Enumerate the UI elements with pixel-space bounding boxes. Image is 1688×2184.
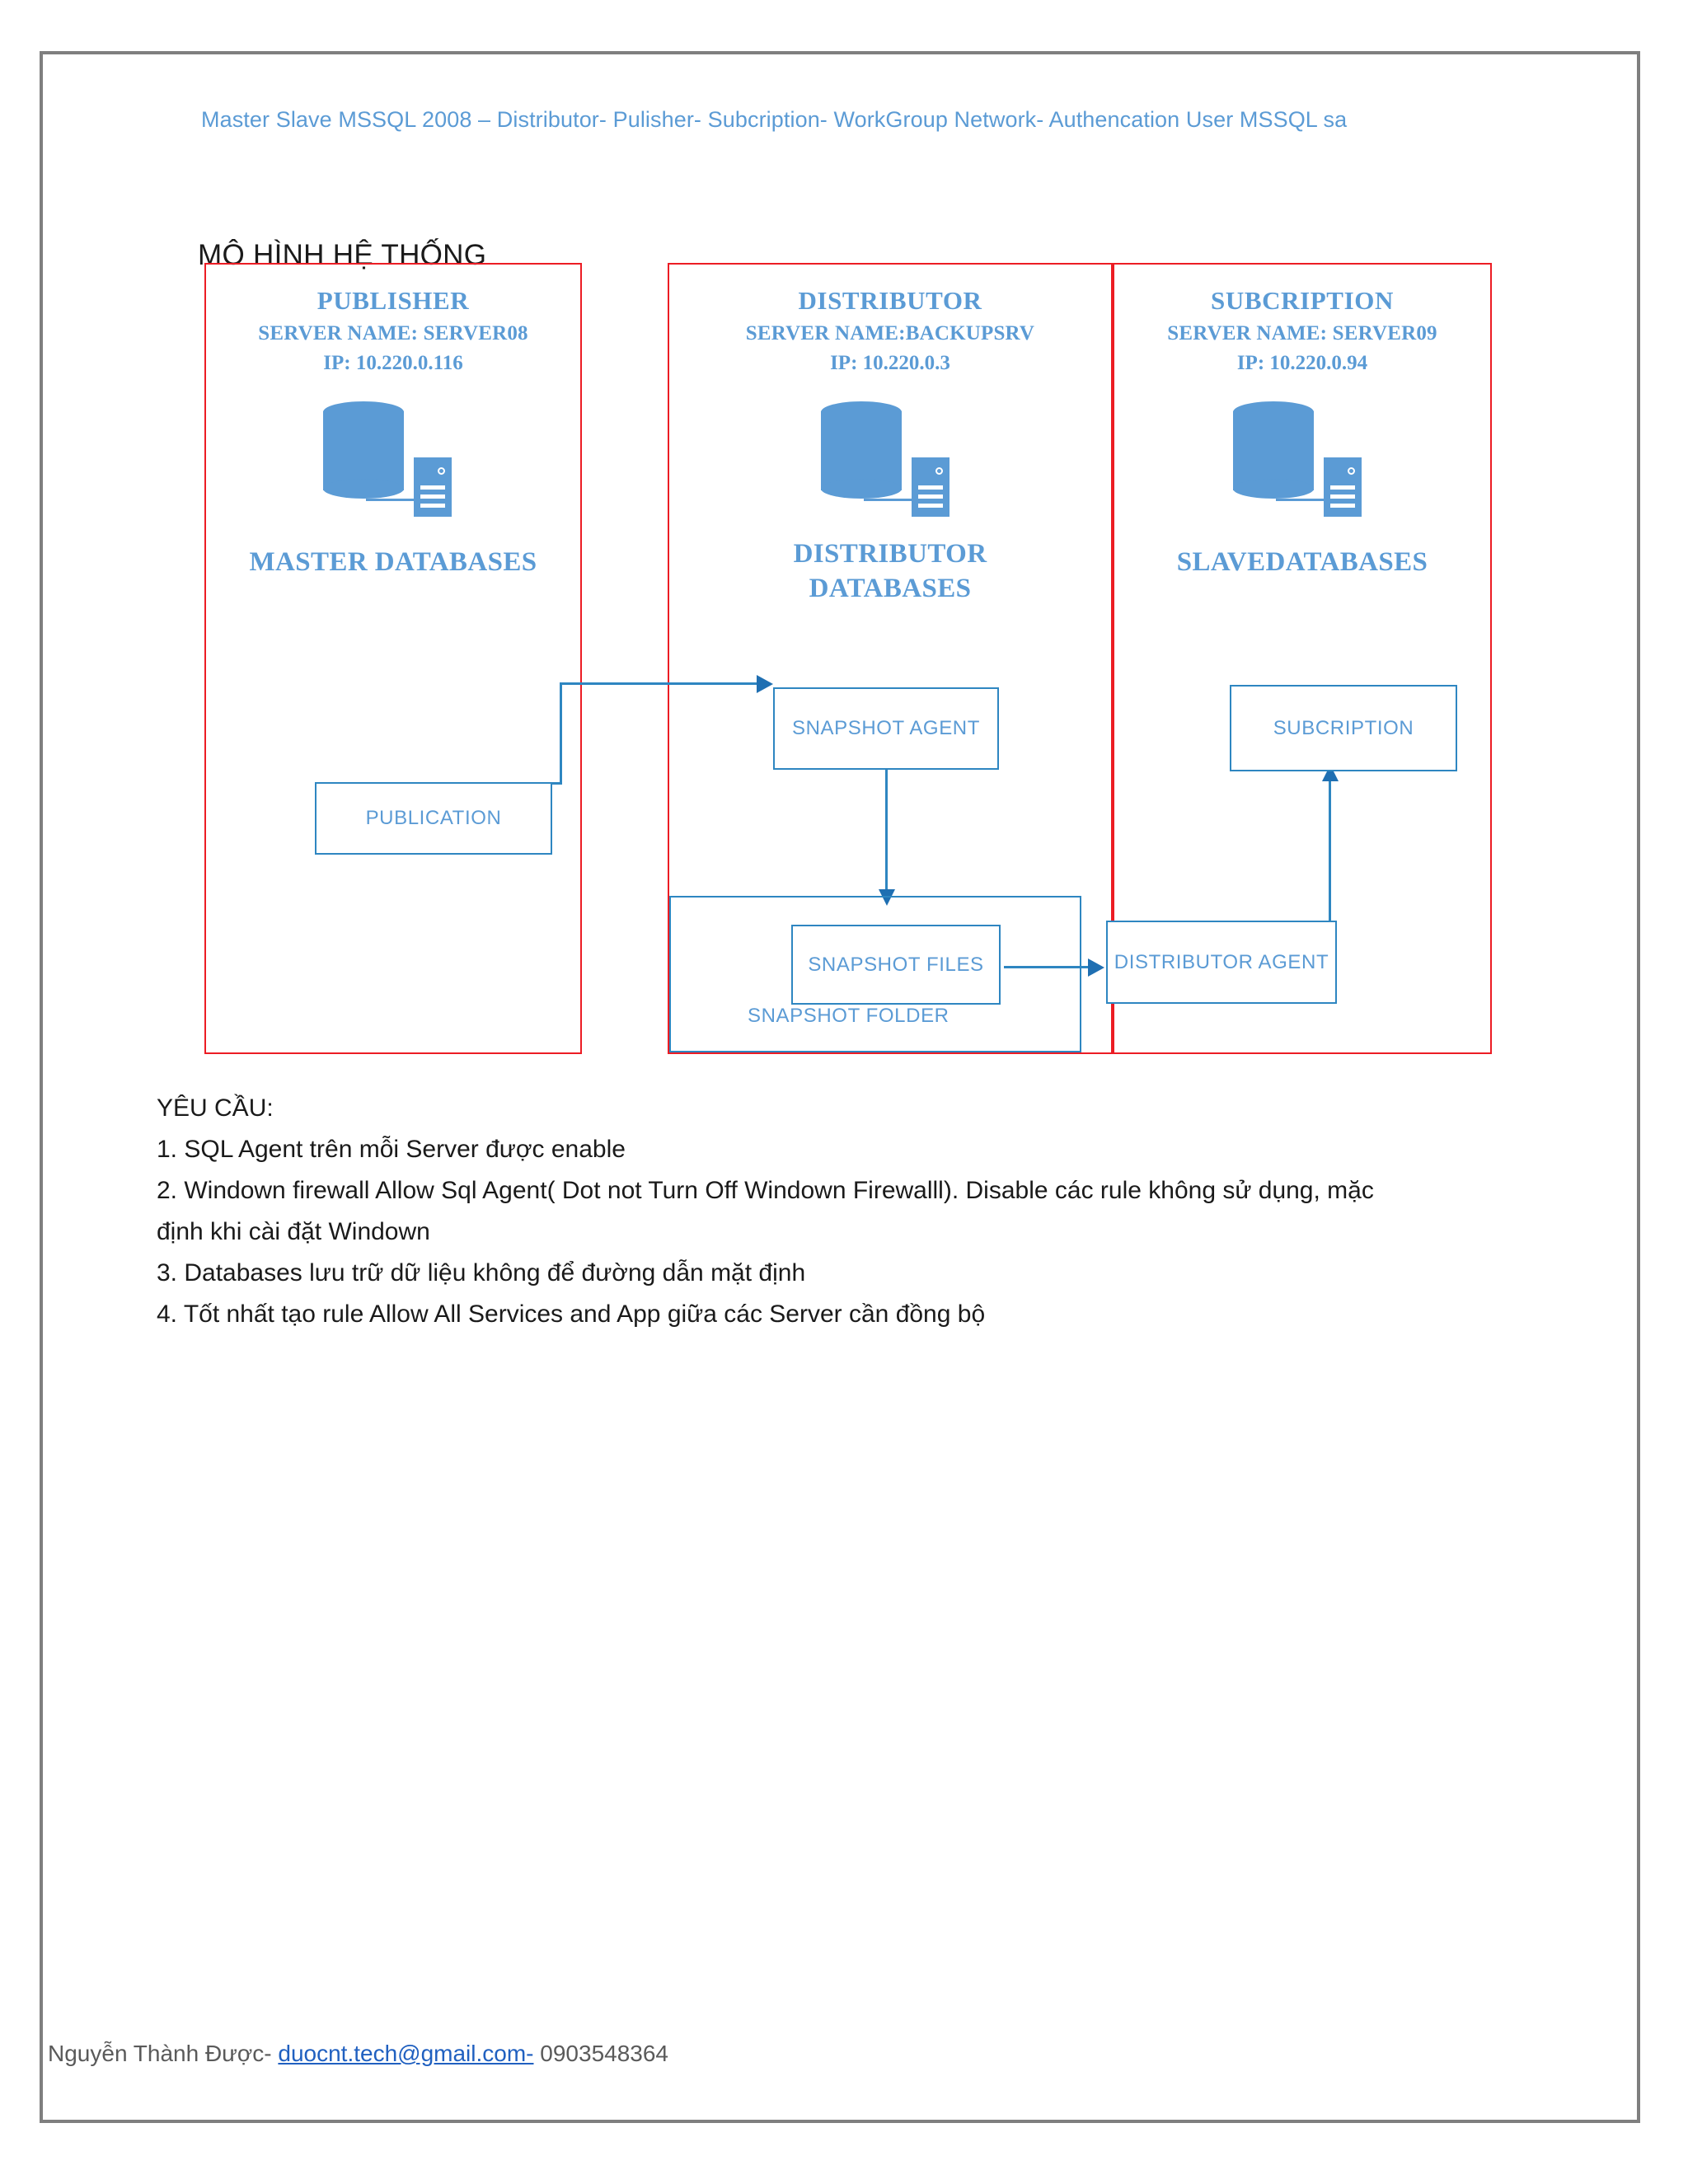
database-server-icon-publisher xyxy=(316,396,473,537)
server-tower-icon xyxy=(1324,457,1362,517)
connector-agent-to-files xyxy=(885,745,888,902)
arrow-publication-to-snapshot-agent xyxy=(757,675,773,693)
requirement-item-4: 4. Tốt nhất tạo rule Allow All Services … xyxy=(157,1301,986,1328)
snapshot-agent-box[interactable]: SNAPSHOT AGENT xyxy=(773,687,999,770)
zone-subcription-server-name: SERVER NAME: SERVER09 xyxy=(1167,322,1437,344)
snapshot-files-box[interactable]: SNAPSHOT FILES xyxy=(791,925,1001,1005)
database-server-icon-distributor xyxy=(814,396,971,537)
zone-distributor-db-label-line2: DATABASES xyxy=(809,574,972,603)
page-frame: Master Slave MSSQL 2008 – Distributor- P… xyxy=(40,51,1640,2123)
zone-distributor-db-label: DISTRIBUTOR xyxy=(793,539,987,569)
zone-subcription-role: SUBCRIPTION xyxy=(1211,286,1394,315)
zone-publisher-role: PUBLISHER xyxy=(316,286,470,315)
zone-publisher-db-label: MASTER DATABASES xyxy=(249,547,537,577)
requirement-item-2: 2. Windown firewall Allow Sql Agent( Dot… xyxy=(157,1177,1374,1245)
zone-publisher: PUBLISHER SERVER NAME: SERVER08 IP: 10.2… xyxy=(204,263,582,1054)
zone-distributor-role: DISTRIBUTOR xyxy=(798,286,982,315)
distributor-agent-box[interactable]: DISTRIBUTOR AGENT xyxy=(1106,921,1337,1004)
connector-publication-to-agent xyxy=(560,682,759,685)
footer-phone: 0903548364 xyxy=(540,2041,669,2066)
zone-publisher-server-name: SERVER NAME: SERVER08 xyxy=(258,322,528,344)
connector-line-icon xyxy=(864,499,915,501)
zone-subcription-db-label: SLAVEDATABASES xyxy=(1176,547,1428,577)
snapshot-folder-label: SNAPSHOT FOLDER xyxy=(748,1005,950,1027)
requirements-heading: YÊU CẦU: xyxy=(157,1094,274,1122)
connector-distributor-agent-riser xyxy=(1329,780,1331,968)
requirement-item-3: 3. Databases lưu trữ dữ liệu không để đư… xyxy=(157,1259,806,1286)
zone-distributor-server-name: SERVER NAME:BACKUPSRV xyxy=(745,322,1035,344)
database-cylinder-icon xyxy=(323,401,404,499)
zone-publisher-ip: IP: 10.220.0.116 xyxy=(323,352,463,374)
server-tower-icon xyxy=(414,457,452,517)
zone-distributor: DISTRIBUTOR SERVER NAME:BACKUPSRV IP: 10… xyxy=(668,263,1113,1054)
connector-publication-riser xyxy=(560,682,562,785)
server-tower-icon xyxy=(912,457,950,517)
zone-subcription-ip: IP: 10.220.0.94 xyxy=(1236,352,1368,374)
arrow-files-to-distributor-agent xyxy=(1088,958,1104,977)
footer-email-link[interactable]: duocnt.tech@gmail.com- xyxy=(278,2041,534,2066)
connector-line-icon xyxy=(366,499,417,501)
database-cylinder-icon xyxy=(821,401,902,499)
subcription-box[interactable]: SUBCRIPTION xyxy=(1230,685,1457,771)
document-header-title: Master Slave MSSQL 2008 – Distributor- P… xyxy=(201,107,1348,132)
connector-files-to-distributor-agent xyxy=(1004,966,1101,968)
footer: Nguyễn Thành Được- duocnt.tech@gmail.com… xyxy=(48,2041,668,2067)
footer-author: Nguyễn Thành Được- xyxy=(48,2041,272,2066)
requirement-item-1: 1. SQL Agent trên mỗi Server được enable xyxy=(157,1136,626,1163)
zone-distributor-ip: IP: 10.220.0.3 xyxy=(830,352,950,374)
requirements-section: YÊU CẦU: 1. SQL Agent trên mỗi Server đư… xyxy=(157,1088,1426,1335)
database-server-icon-subcription xyxy=(1226,396,1383,537)
page-title: MÔ HÌNH HỆ THỐNG xyxy=(198,239,487,271)
snapshot-folder-container xyxy=(669,896,1081,1052)
system-architecture-diagram: PUBLISHER SERVER NAME: SERVER08 IP: 10.2… xyxy=(43,54,1643,2126)
zone-subcription: SUBCRIPTION SERVER NAME: SERVER09 IP: 10… xyxy=(1113,263,1492,1054)
arrow-snapshot-agent-to-files xyxy=(879,889,895,906)
publication-box[interactable]: PUBLICATION xyxy=(315,782,552,855)
connector-line-icon xyxy=(1276,499,1327,501)
database-cylinder-icon xyxy=(1233,401,1314,499)
